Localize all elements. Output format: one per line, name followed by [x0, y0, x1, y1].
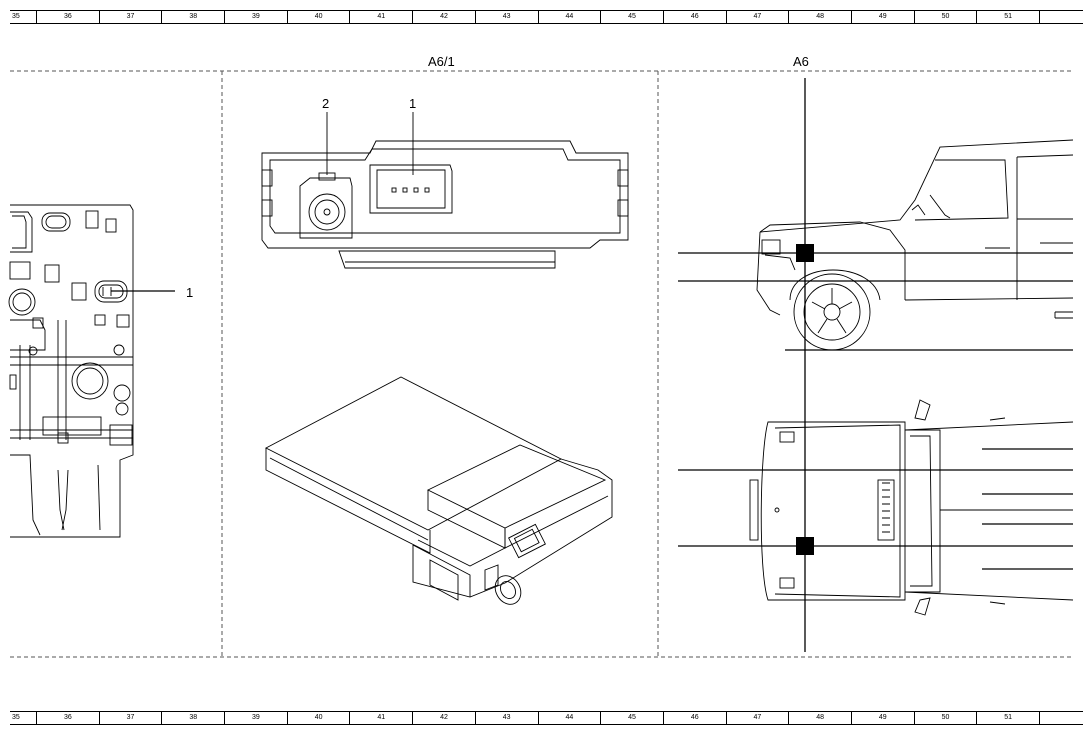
ruler-cell: 46 — [664, 11, 727, 23]
ruler-cell: 35 — [10, 11, 37, 23]
left-component-drawing — [8, 204, 175, 538]
ruler-cell: 48 — [789, 11, 852, 23]
ruler-cell: 35 — [10, 712, 37, 724]
vehicle-side-view — [756, 139, 1074, 351]
a6-1-top-view — [261, 112, 629, 269]
ruler-cell: 47 — [727, 11, 790, 23]
ruler-cell: 41 — [350, 712, 414, 724]
ruler-cell: 46 — [664, 712, 727, 724]
ruler-cell: 40 — [288, 11, 351, 23]
ruler-cell: 36 — [37, 11, 100, 23]
callout-a6-1-pin-1: 1 — [409, 96, 417, 111]
locator-lines — [678, 78, 1073, 652]
ruler-cell: 47 — [727, 712, 790, 724]
ruler-cell: 42 — [413, 11, 476, 23]
ruler-cell: 49 — [852, 11, 915, 23]
ruler-cell: 44 — [539, 11, 602, 23]
ruler-cell: 51 — [977, 11, 1040, 23]
location-marker-top — [796, 537, 814, 555]
callout-a6-1-pin-2: 2 — [322, 96, 330, 111]
ruler-cell: 51 — [977, 712, 1040, 724]
section-title-a6-1: A6/1 — [428, 54, 455, 69]
ruler-cell: 38 — [162, 11, 226, 23]
ruler-cell: 48 — [789, 712, 852, 724]
ruler-cell: 50 — [915, 11, 978, 23]
bottom-ruler: 35 36 37 38 39 40 41 42 43 44 45 46 47 4… — [10, 711, 1083, 725]
vehicle-top-view — [749, 399, 1074, 616]
location-marker-side — [796, 244, 814, 262]
ruler-cell: 38 — [162, 712, 226, 724]
ruler-cell: 45 — [601, 11, 664, 23]
section-title-a6: A6 — [793, 54, 809, 69]
ruler-cell: 44 — [539, 712, 602, 724]
ruler-cell: 37 — [100, 11, 163, 23]
ruler-cell: 36 — [37, 712, 100, 724]
top-ruler: 35 36 37 38 39 40 41 42 43 44 45 46 47 4… — [10, 10, 1083, 24]
ruler-cell: 43 — [476, 712, 539, 724]
ruler-cell: 49 — [852, 712, 915, 724]
ruler-cell: 39 — [225, 11, 288, 23]
ruler-cell: 39 — [225, 712, 288, 724]
ruler-cell: 45 — [601, 712, 664, 724]
ruler-cell: 43 — [476, 11, 539, 23]
ruler-cell: 42 — [413, 712, 476, 724]
section-frame — [10, 70, 1073, 658]
a6-1-isometric-view — [265, 376, 613, 605]
callout-left-pin-1: 1 — [186, 285, 194, 300]
ruler-cell: 40 — [288, 712, 351, 724]
ruler-cell: 37 — [100, 712, 163, 724]
ruler-cell: 41 — [350, 11, 414, 23]
ruler-cell: 50 — [915, 712, 978, 724]
